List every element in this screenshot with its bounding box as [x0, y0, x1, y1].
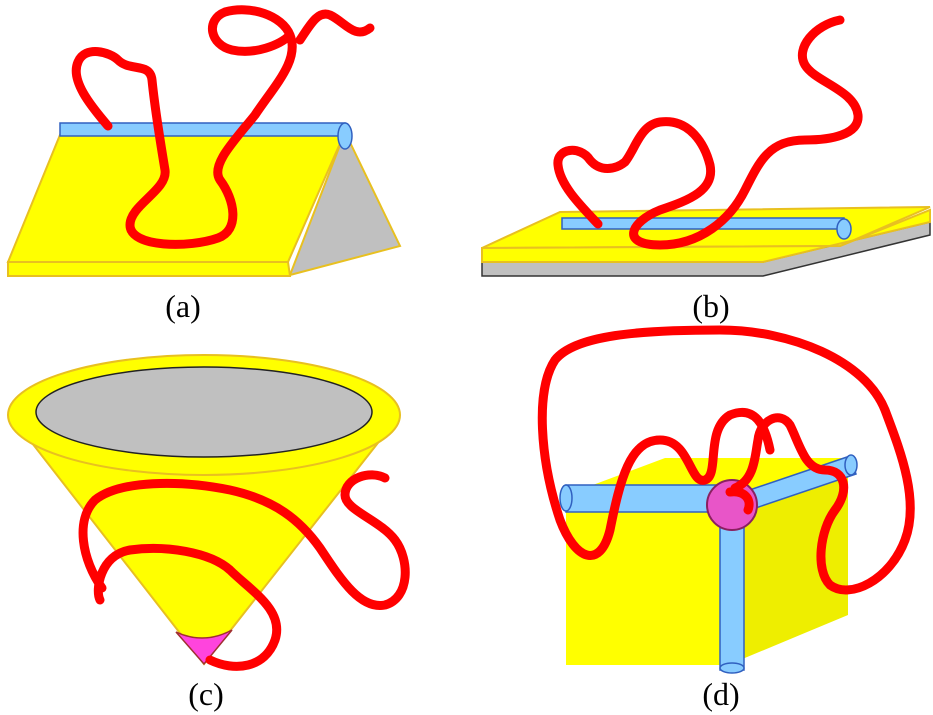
rod-x-end: [559, 484, 573, 512]
polymer-chain-d: [537, 325, 915, 595]
wedge-shadow-face: [288, 129, 402, 277]
ridge-rod-end: [337, 122, 353, 150]
cube-right-face: [728, 458, 848, 665]
polymer-chain-a: [71, 5, 375, 249]
panel-label-c: (c): [188, 676, 224, 712]
groove-rod-end: [836, 218, 852, 240]
polymer-chain-b: [553, 15, 863, 250]
plate-front-edge: [481, 208, 931, 263]
panel-label-d: (d): [702, 676, 740, 712]
cube-front-face: [566, 498, 728, 665]
wedge-bottom-edge: [7, 261, 292, 277]
panel-a-wedge: [6, 5, 402, 277]
rod-z-end: [844, 454, 858, 476]
groove-rod: [561, 217, 845, 230]
cone-opening: [35, 366, 373, 458]
rod-x: [565, 484, 729, 513]
panel-label-b: (b): [692, 288, 730, 324]
panel-b-plate: [481, 15, 931, 277]
cone-tip: [175, 629, 233, 666]
rod-y-end: [719, 662, 745, 674]
polymer-chain-c: [78, 470, 410, 671]
panel-d-cube: [537, 325, 915, 674]
panel-c-cone: [7, 354, 410, 671]
panel-label-a: (a): [165, 288, 201, 324]
